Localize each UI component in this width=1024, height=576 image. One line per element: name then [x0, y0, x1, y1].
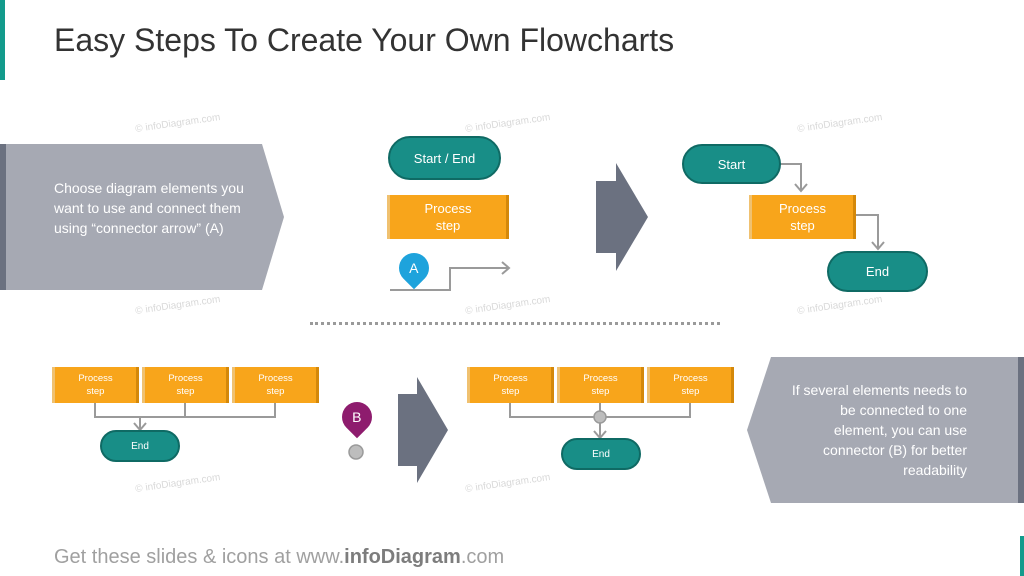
callout-arrow-b: [747, 357, 1024, 503]
junction-dot-icon: [348, 444, 364, 460]
process-shape: Process step: [387, 195, 509, 239]
left-accent-bar: [0, 0, 5, 80]
after-process-step-2: Process step: [557, 367, 644, 403]
footer-link[interactable]: Get these slides & icons at www.infoDiag…: [54, 546, 504, 569]
watermark: © infoDiagram.com: [134, 112, 222, 135]
terminal-label: Start / End: [413, 150, 476, 166]
terminal-label: Start: [717, 156, 746, 172]
after-connectors-b: [509, 403, 691, 440]
callout-text-a: Choose diagram elements you want to use …: [54, 180, 244, 236]
callout-arrow-a: [0, 144, 284, 290]
result-start-terminal: Start: [682, 144, 781, 184]
section-divider: [310, 322, 720, 325]
footer-prefix: Get these slides & icons at www.: [54, 546, 345, 568]
watermark: © infoDiagram.com: [796, 112, 884, 135]
terminal-label: End: [865, 264, 890, 279]
after-process-step-1: Process step: [467, 367, 554, 403]
right-accent-bar: [1020, 536, 1024, 576]
footer-brand: infoDiagram: [344, 546, 461, 568]
terminal-shape-start-end: Start / End: [388, 136, 501, 180]
before-process-step-2: Process step: [142, 367, 229, 403]
connector-arrow-a: [390, 261, 511, 291]
watermark: © infoDiagram.com: [796, 294, 884, 317]
slide-title: Easy Steps To Create Your Own Flowcharts: [54, 22, 675, 58]
terminal-label: End: [592, 448, 610, 460]
after-end-terminal: End: [561, 438, 641, 470]
terminal-label: End: [131, 440, 149, 452]
watermark: © infoDiagram.com: [464, 112, 552, 135]
big-arrow-right-b-icon: [398, 377, 448, 483]
before-process-step-1: Process step: [52, 367, 139, 403]
result-process-step: Process step: [749, 195, 856, 239]
watermark: © infoDiagram.com: [464, 472, 552, 495]
watermark: © infoDiagram.com: [134, 472, 222, 495]
callout-text-b: If several elements needs to be connecte…: [791, 382, 967, 478]
footer-suffix: .com: [460, 546, 505, 568]
watermark: © infoDiagram.com: [134, 294, 222, 317]
result-end-terminal: End: [827, 251, 928, 292]
watermark: © infoDiagram.com: [464, 294, 552, 317]
connector-pin-b-icon: B: [335, 395, 379, 439]
big-arrow-right-a-icon: [596, 163, 648, 271]
before-process-step-3: Process step: [232, 367, 319, 403]
connector-pin-label: A: [409, 260, 419, 276]
result-connectors-a: [780, 163, 885, 251]
before-end-terminal: End: [100, 430, 180, 462]
connector-pin-label: B: [352, 409, 362, 425]
after-process-step-3: Process step: [647, 367, 734, 403]
